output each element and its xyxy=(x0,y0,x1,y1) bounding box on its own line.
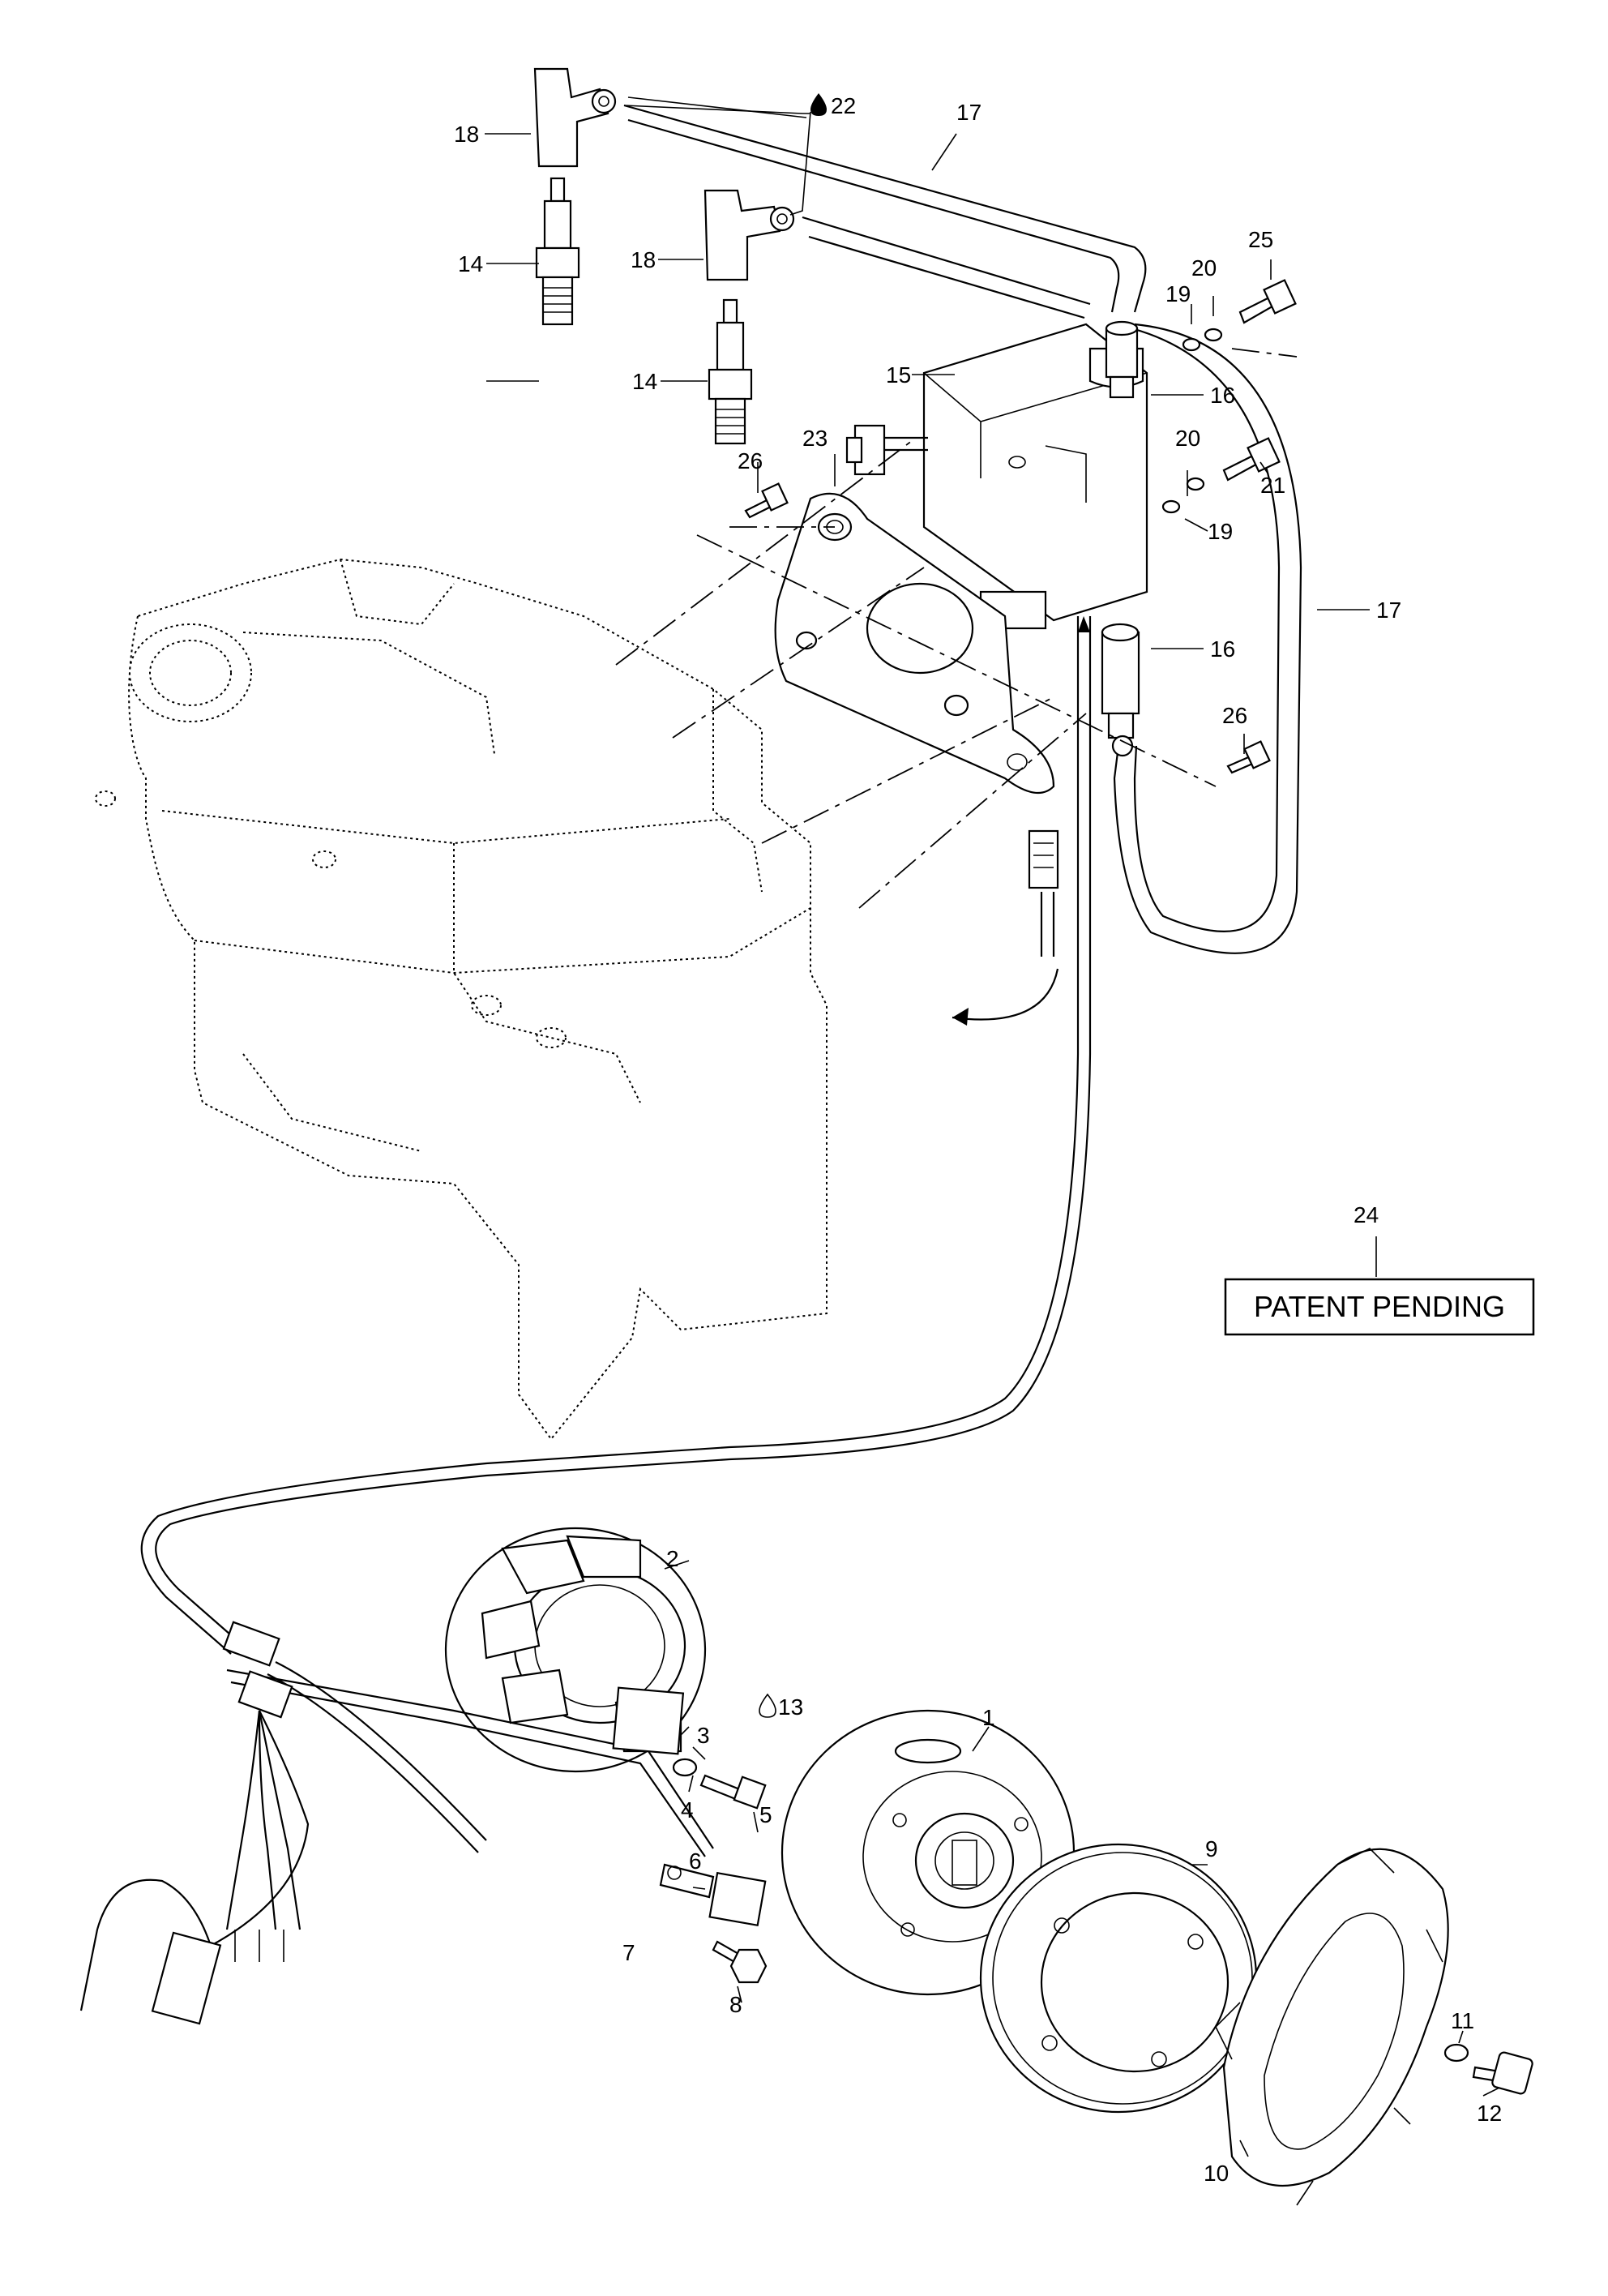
callout-24: 24 xyxy=(1354,1202,1379,1227)
stator-screw xyxy=(672,1758,767,1810)
callout-26b: 26 xyxy=(1222,703,1247,728)
washers xyxy=(1161,328,1223,514)
spark-plug-cap-upper xyxy=(533,67,617,168)
callout-9: 9 xyxy=(1205,1836,1218,1861)
spark-plug-cap-lower xyxy=(704,189,795,281)
arrow-head xyxy=(952,1008,969,1026)
callout-10: 10 xyxy=(1204,2161,1229,2186)
screw-21 xyxy=(1222,437,1281,482)
callout-21: 21 xyxy=(1260,473,1285,498)
wire-terminal-upper xyxy=(1105,320,1139,399)
flywheel-cover xyxy=(1215,1848,1449,2206)
trigger-coil xyxy=(612,1686,685,1755)
screw-26-upper xyxy=(744,482,789,519)
callout-17a: 17 xyxy=(956,100,981,125)
callout-14b: 14 xyxy=(632,369,657,394)
callout-16a: 16 xyxy=(1210,383,1235,408)
harness-connector xyxy=(1028,829,1059,957)
spark-plug-upper xyxy=(535,177,580,326)
callout-3: 3 xyxy=(697,1723,710,1748)
callout-2: 2 xyxy=(666,1546,679,1571)
patent-pending-box: PATENT PENDING xyxy=(1224,1278,1535,1336)
oil-tank xyxy=(95,558,828,1441)
callout-5: 5 xyxy=(759,1802,772,1827)
cover-screw xyxy=(1443,2043,1533,2095)
callout-11: 11 xyxy=(1451,2008,1474,2033)
ring-plate xyxy=(979,1843,1258,2114)
direction-arrow xyxy=(952,968,1059,1021)
callout-23: 23 xyxy=(802,426,828,451)
callout-16b: 16 xyxy=(1210,636,1235,662)
callout-1: 1 xyxy=(982,1705,995,1730)
main-harness xyxy=(140,616,1092,1655)
callout-18a: 18 xyxy=(454,122,479,147)
screw-26-lower xyxy=(1226,740,1271,774)
callout-18b: 18 xyxy=(631,247,656,272)
mounting-bracket xyxy=(774,492,1055,795)
wire-terminal-lower xyxy=(1101,623,1140,757)
callout-25: 25 xyxy=(1248,227,1273,252)
callout-6: 6 xyxy=(689,1848,702,1874)
screw-25 xyxy=(1238,279,1297,324)
callout-labels: 1 2 3 4 5 6 7 8 9 10 11 12 13 14 14 15 1… xyxy=(454,93,1502,2186)
screw-8 xyxy=(712,1940,768,1984)
leader-lines xyxy=(485,96,1500,2157)
assembly-center-lines xyxy=(615,348,1298,909)
callout-19a: 19 xyxy=(1165,281,1191,306)
drop-icon-13 xyxy=(759,1693,776,1718)
callout-15: 15 xyxy=(886,362,911,388)
callout-22: 22 xyxy=(831,93,856,118)
callout-26a: 26 xyxy=(738,448,763,473)
callout-20a: 20 xyxy=(1191,255,1217,281)
callout-17b: 17 xyxy=(1376,598,1401,623)
callout-14a: 14 xyxy=(458,251,483,276)
callout-20b: 20 xyxy=(1175,426,1200,451)
high-tension-wires xyxy=(623,104,1302,954)
coil-connector xyxy=(845,424,928,476)
callout-7: 7 xyxy=(622,1940,635,1965)
callout-19b: 19 xyxy=(1208,519,1233,544)
callout-12: 12 xyxy=(1477,2101,1502,2126)
patent-pending-text: PATENT PENDING xyxy=(1254,1290,1505,1323)
callout-8: 8 xyxy=(729,1992,742,2017)
pickup-7 xyxy=(659,1863,767,1927)
drop-icon-22 xyxy=(810,93,827,116)
spark-plug-lower xyxy=(708,298,753,445)
callout-13: 13 xyxy=(778,1694,803,1720)
callout-4: 4 xyxy=(681,1797,694,1823)
stator-harness xyxy=(79,1621,714,2025)
